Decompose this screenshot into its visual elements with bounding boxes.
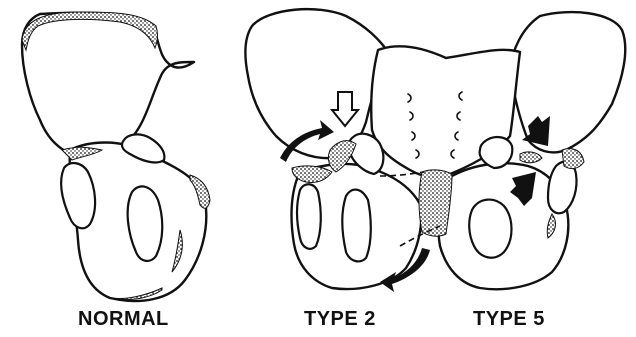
injured-pelvis: [245, 9, 625, 292]
label-type-2: TYPE 2: [304, 308, 376, 331]
normal-hemipelvis: [22, 12, 210, 301]
label-normal: NORMAL: [78, 308, 169, 331]
label-type-5: TYPE 5: [473, 308, 545, 331]
